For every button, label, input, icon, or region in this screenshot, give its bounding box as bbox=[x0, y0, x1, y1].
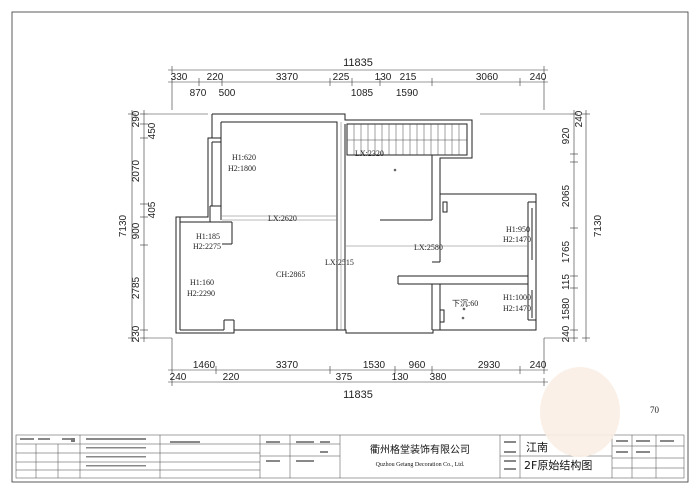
annotation-lx-2620: LX:2620 bbox=[268, 214, 297, 223]
annotation-h1-185: H1:185 bbox=[196, 232, 220, 241]
company-name-cn: 衢州格堂装饰有限公司 bbox=[370, 443, 470, 456]
title-block-fine-marks bbox=[20, 438, 674, 470]
dim-label: 290 bbox=[131, 110, 142, 127]
dim-label: 3370 bbox=[276, 360, 299, 371]
right-dim-segments: 920 240 2065 1765 115 1580 240 bbox=[561, 110, 585, 342]
dim-label: 130 bbox=[375, 72, 392, 83]
dim-label: 920 bbox=[561, 127, 572, 144]
bottom-dim-row2: 240 220 375 130 380 bbox=[170, 372, 447, 383]
top-dim-row2: 870 500 1085 1590 bbox=[190, 88, 419, 99]
annotation-lx-2320: LX:2320 bbox=[355, 149, 384, 158]
dim-label: 1580 bbox=[561, 297, 572, 320]
left-dim-segments: 290 450 2070 405 900 2785 230 bbox=[131, 110, 158, 342]
outlet-dot bbox=[462, 307, 466, 311]
dim-top-total: 11835 bbox=[343, 57, 373, 69]
dim-label: 3060 bbox=[476, 72, 499, 83]
top-dim-row1: 330 220 3370 225 130 215 3060 240 bbox=[171, 72, 547, 83]
annotation-lx-2580: LX:2580 bbox=[414, 243, 443, 252]
annotation-h1-620: H1:620 bbox=[232, 153, 256, 162]
dim-label: 240 bbox=[574, 110, 585, 127]
annotation-h1-950: H1:950 bbox=[506, 225, 530, 234]
sheet-border bbox=[11, 11, 689, 483]
outlet-dot bbox=[461, 316, 465, 320]
beam-lines bbox=[222, 122, 528, 330]
annotation-h2-1800: H2:1800 bbox=[228, 164, 256, 173]
annotation-ch-2865: CH:2865 bbox=[276, 270, 305, 279]
stair-treads bbox=[347, 124, 467, 155]
dim-label: 1590 bbox=[396, 88, 419, 99]
dim-label: 870 bbox=[190, 88, 207, 99]
dim-label: 240 bbox=[561, 325, 572, 342]
dim-label: 500 bbox=[219, 88, 236, 99]
dim-label: 215 bbox=[400, 72, 417, 83]
dim-label: 375 bbox=[336, 372, 353, 383]
dim-label: 380 bbox=[430, 372, 447, 383]
dim-label: 900 bbox=[131, 222, 142, 239]
dim-label: 2785 bbox=[131, 276, 142, 299]
dim-bottom-total: 11835 bbox=[343, 389, 373, 401]
room-annotations: H1:620 H2:1800 LX:2320 LX:2620 H1:185 H2… bbox=[187, 149, 531, 313]
dim-right-total: 7130 bbox=[593, 214, 604, 237]
dim-label: 2930 bbox=[478, 360, 501, 371]
project-name: 江南 bbox=[526, 441, 548, 454]
dim-label: 1085 bbox=[351, 88, 374, 99]
floor-plan-walls bbox=[175, 113, 537, 334]
title-block bbox=[15, 434, 685, 479]
dim-label: 3370 bbox=[276, 72, 299, 83]
annotation-h2-2275: H2:2275 bbox=[193, 242, 221, 251]
dim-label: 450 bbox=[147, 122, 158, 139]
dim-label: 1530 bbox=[363, 360, 386, 371]
right-dimensions bbox=[480, 110, 590, 342]
annotation-sunken-60: 下沉:60 bbox=[452, 299, 478, 308]
dim-label: 405 bbox=[147, 201, 158, 218]
dim-label: 220 bbox=[223, 372, 240, 383]
dim-label: 230 bbox=[131, 325, 142, 342]
outlet-markers bbox=[393, 168, 466, 320]
dim-label: 130 bbox=[392, 372, 409, 383]
annotation-lx-2515: LX:2515 bbox=[325, 258, 354, 267]
dim-label: 240 bbox=[530, 360, 547, 371]
annotation-h2-2290: H2:2290 bbox=[187, 289, 215, 298]
top-dimensions bbox=[168, 66, 548, 110]
annotation-h2-1470-a: H2:1470 bbox=[503, 235, 531, 244]
dim-label: 225 bbox=[333, 72, 350, 83]
dim-label: 2065 bbox=[561, 184, 572, 207]
dim-label: 1765 bbox=[561, 240, 572, 263]
annotation-h2-1470-b: H2:1470 bbox=[503, 304, 531, 313]
dim-label: 1460 bbox=[193, 360, 216, 371]
dim-label: 240 bbox=[170, 372, 187, 383]
dim-label: 220 bbox=[207, 72, 224, 83]
dim-label: 330 bbox=[171, 72, 188, 83]
left-dimensions bbox=[128, 110, 208, 342]
drawing-title: 2F原始结构图 bbox=[524, 458, 592, 472]
dim-left-total: 7130 bbox=[118, 214, 129, 237]
dim-label: 960 bbox=[409, 360, 426, 371]
bottom-dim-row1: 1460 3370 1530 960 2930 240 bbox=[193, 360, 547, 371]
dim-label: 115 bbox=[561, 274, 572, 290]
bottom-dimensions bbox=[168, 338, 548, 386]
annotation-h1-160: H1:160 bbox=[190, 278, 214, 287]
watermark-logo bbox=[540, 367, 620, 457]
dim-label: 240 bbox=[530, 72, 547, 83]
dim-label: 2070 bbox=[131, 159, 142, 182]
page-number: 70 bbox=[650, 405, 660, 415]
outlet-dot bbox=[393, 168, 397, 172]
company-name-en: Quzhou Getang Decoration Co., Ltd. bbox=[376, 462, 465, 468]
chevron-down-icon bbox=[71, 438, 75, 442]
annotation-h1-1000: H1:1000 bbox=[503, 293, 531, 302]
